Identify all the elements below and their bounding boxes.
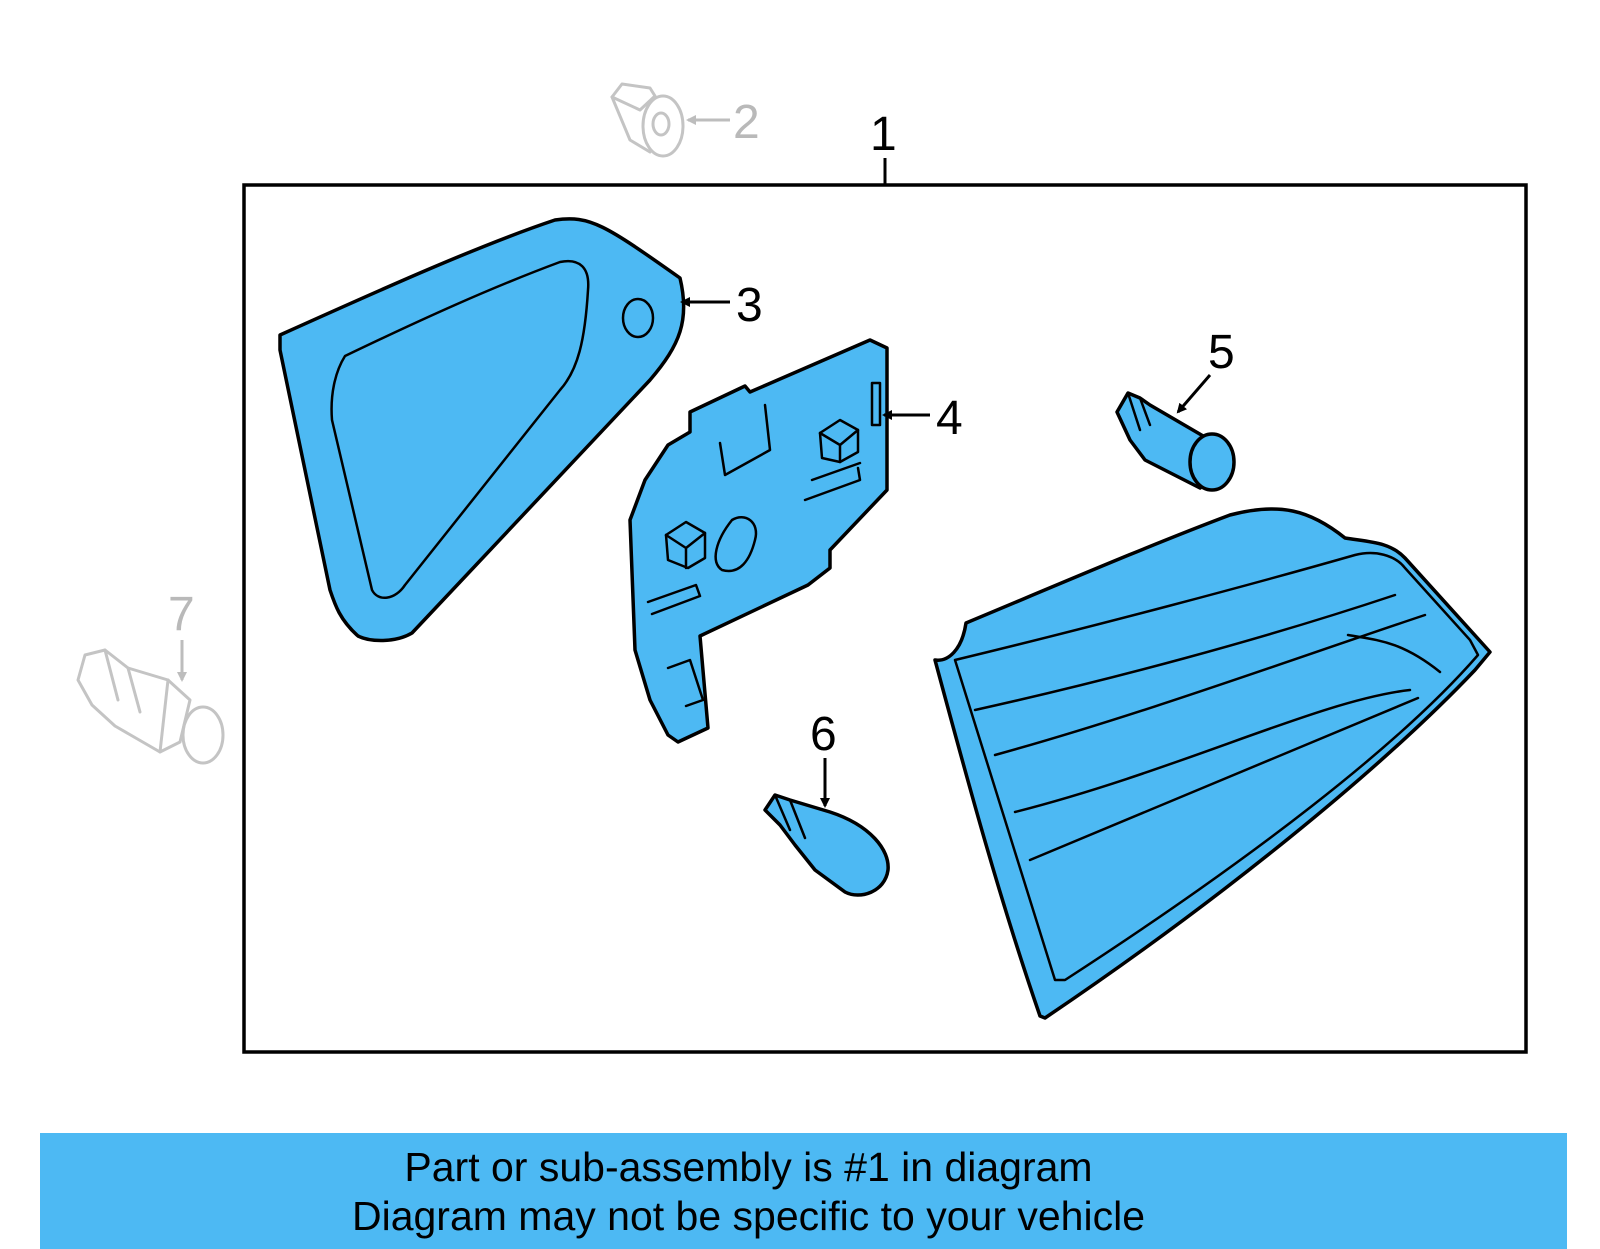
callout-4: 4 [936, 392, 963, 445]
callout-6: 6 [810, 708, 837, 761]
callout-3: 3 [736, 279, 763, 332]
bulb-part-6 [763, 793, 890, 897]
callout-2: 2 [733, 96, 760, 149]
clip-part-2 [610, 82, 685, 158]
bulb-part-7 [76, 648, 225, 765]
callout-7: 7 [168, 588, 195, 641]
banner-line-2: Diagram may not be specific to your vehi… [351, 1193, 1145, 1239]
callout-5: 5 [1208, 326, 1235, 379]
bulb-part-5 [1115, 391, 1236, 492]
callout-5-leader [1176, 374, 1212, 414]
tail-lamp-assembly [933, 507, 1492, 1020]
callout-1: 1 [870, 108, 897, 161]
lens-part-3 [278, 217, 686, 643]
info-banner: Part or sub-assembly is #1 in diagram Di… [40, 1133, 1567, 1249]
banner-line-1: Part or sub-assembly is #1 in diagram [404, 1144, 1093, 1190]
housing-part-4 [628, 338, 889, 744]
